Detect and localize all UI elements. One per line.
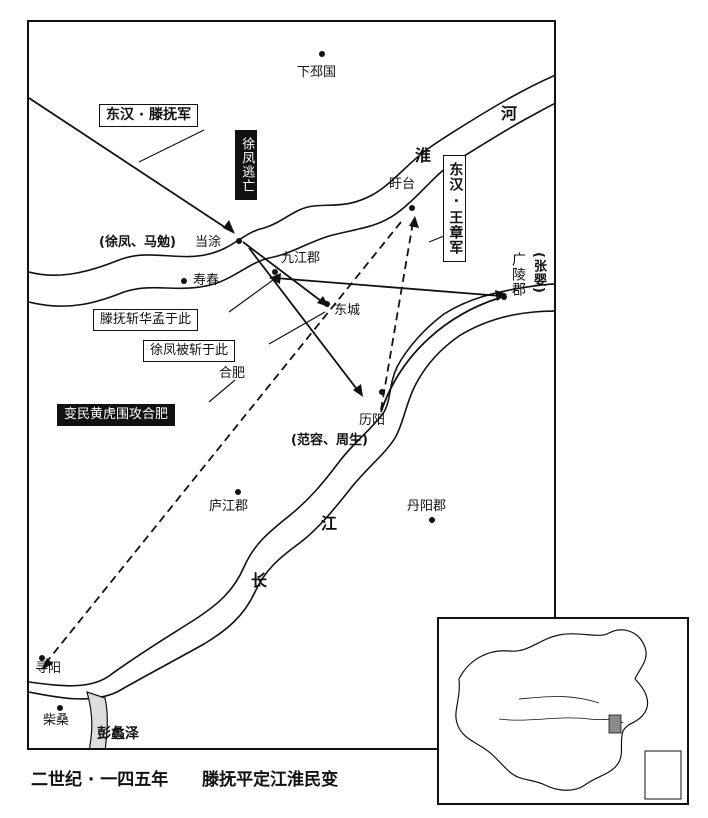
route-dangtu-dongcheng (242, 241, 326, 305)
chaisang-dot (57, 705, 63, 711)
yangtze-north-bank (29, 283, 554, 687)
place-chaisang: 柴桑 (43, 713, 70, 728)
inset-locator-map (437, 617, 689, 805)
place-lujiang: 庐江郡 (209, 499, 249, 514)
place-guangling: 广陵郡 (510, 252, 526, 297)
huai-river-south-bank (29, 102, 554, 307)
route-guangling-jiujiang (274, 277, 502, 297)
place-liyang-note: (范容、周生) (291, 433, 368, 448)
main-map: 下邳国 盱台 (徐凤、马勉) 当涂 九江郡 寿春 东城 合肥 历阳 (范容、周生… (27, 20, 556, 750)
label-teng-army: 东汉 · 滕抚军 (99, 104, 199, 128)
route-wang-xuyi-liyang (380, 221, 414, 411)
arrowhead-liyang (353, 384, 363, 397)
river-jiang-char-2: 江 (321, 514, 338, 533)
place-danyang: 丹阳郡 (407, 499, 447, 514)
river-huai-char-2: 河 (501, 104, 518, 123)
xiapi-dot (319, 51, 325, 57)
yangtze-south-bank (29, 310, 554, 700)
place-dongcheng: 东城 (334, 303, 361, 318)
river-pengli: 彭蠡泽 (97, 726, 139, 742)
label-teng-kill: 滕抚斩华孟于此 (93, 309, 199, 332)
danyang-dot (429, 517, 435, 523)
place-dangtu-note: (徐凤、马勉) (99, 235, 176, 250)
leader-xufeng-killed (268, 311, 326, 345)
arrowhead-dangtu (223, 220, 235, 234)
river-jiang-char-1: 长 (251, 571, 268, 590)
leader-teng-army (138, 129, 205, 163)
liyang-dot (379, 389, 385, 395)
place-dangtu: 当涂 (195, 235, 222, 250)
arrowhead-xuyi (409, 216, 419, 228)
inset-south-sea-box (644, 750, 682, 800)
route-teng-main (29, 97, 230, 231)
dangtu-dot (236, 238, 242, 244)
shouchun-dot (181, 278, 187, 284)
label-wang-army: 东汉 · 王章军 (443, 155, 467, 263)
china-outline (455, 629, 649, 791)
label-huanghu: 变民黄虎围攻合肥 (57, 404, 176, 427)
label-xufeng-flee: 徐凤逃亡 (235, 130, 258, 200)
leader-huanghu (208, 379, 236, 403)
huai-river-north-bank (29, 74, 554, 277)
place-xunyang: 寻阳 (35, 661, 62, 676)
place-hefei: 合肥 (219, 366, 246, 381)
jiujiang-dot (272, 269, 278, 275)
route-dangtu-liyang (248, 247, 360, 393)
inset-highlight-region (608, 714, 622, 734)
leader-teng-kill (228, 279, 274, 313)
inset-river-2 (518, 696, 600, 704)
route-wang-liyang-xuyi (44, 221, 402, 665)
lujiang-dot (235, 489, 241, 495)
caption-title: 滕抚平定江淮民变 (202, 770, 339, 790)
map-caption: 二世纪 · 一四五年 滕抚平定江淮民变 (31, 765, 338, 790)
xunyang-dot (39, 655, 45, 661)
pengli-lake (86, 691, 108, 748)
place-guangling-note: (张婴) (531, 252, 546, 294)
place-xiapi: 下邳国 (297, 65, 337, 80)
place-jiujiang: 九江郡 (281, 251, 321, 266)
place-liyang: 历阳 (359, 413, 386, 428)
caption-period: 二世纪 · 一四五年 (31, 770, 169, 790)
dongcheng-dot (324, 301, 330, 307)
place-xuyi: 盱台 (389, 177, 416, 192)
label-xufeng-killed: 徐凤被斩于此 (143, 340, 236, 363)
place-shouchun: 寿春 (193, 273, 220, 288)
map-geography (29, 74, 554, 748)
inset-river-1 (498, 717, 624, 724)
inset-china-outline (455, 629, 682, 800)
river-huai-char-1: 淮 (415, 146, 432, 165)
xuyi-dot (409, 205, 415, 211)
route-liyang-guangling (380, 297, 500, 413)
arrowhead-xunyang (41, 658, 53, 670)
arrowhead-jiujiang (269, 273, 281, 284)
guangling-dot (501, 294, 507, 300)
